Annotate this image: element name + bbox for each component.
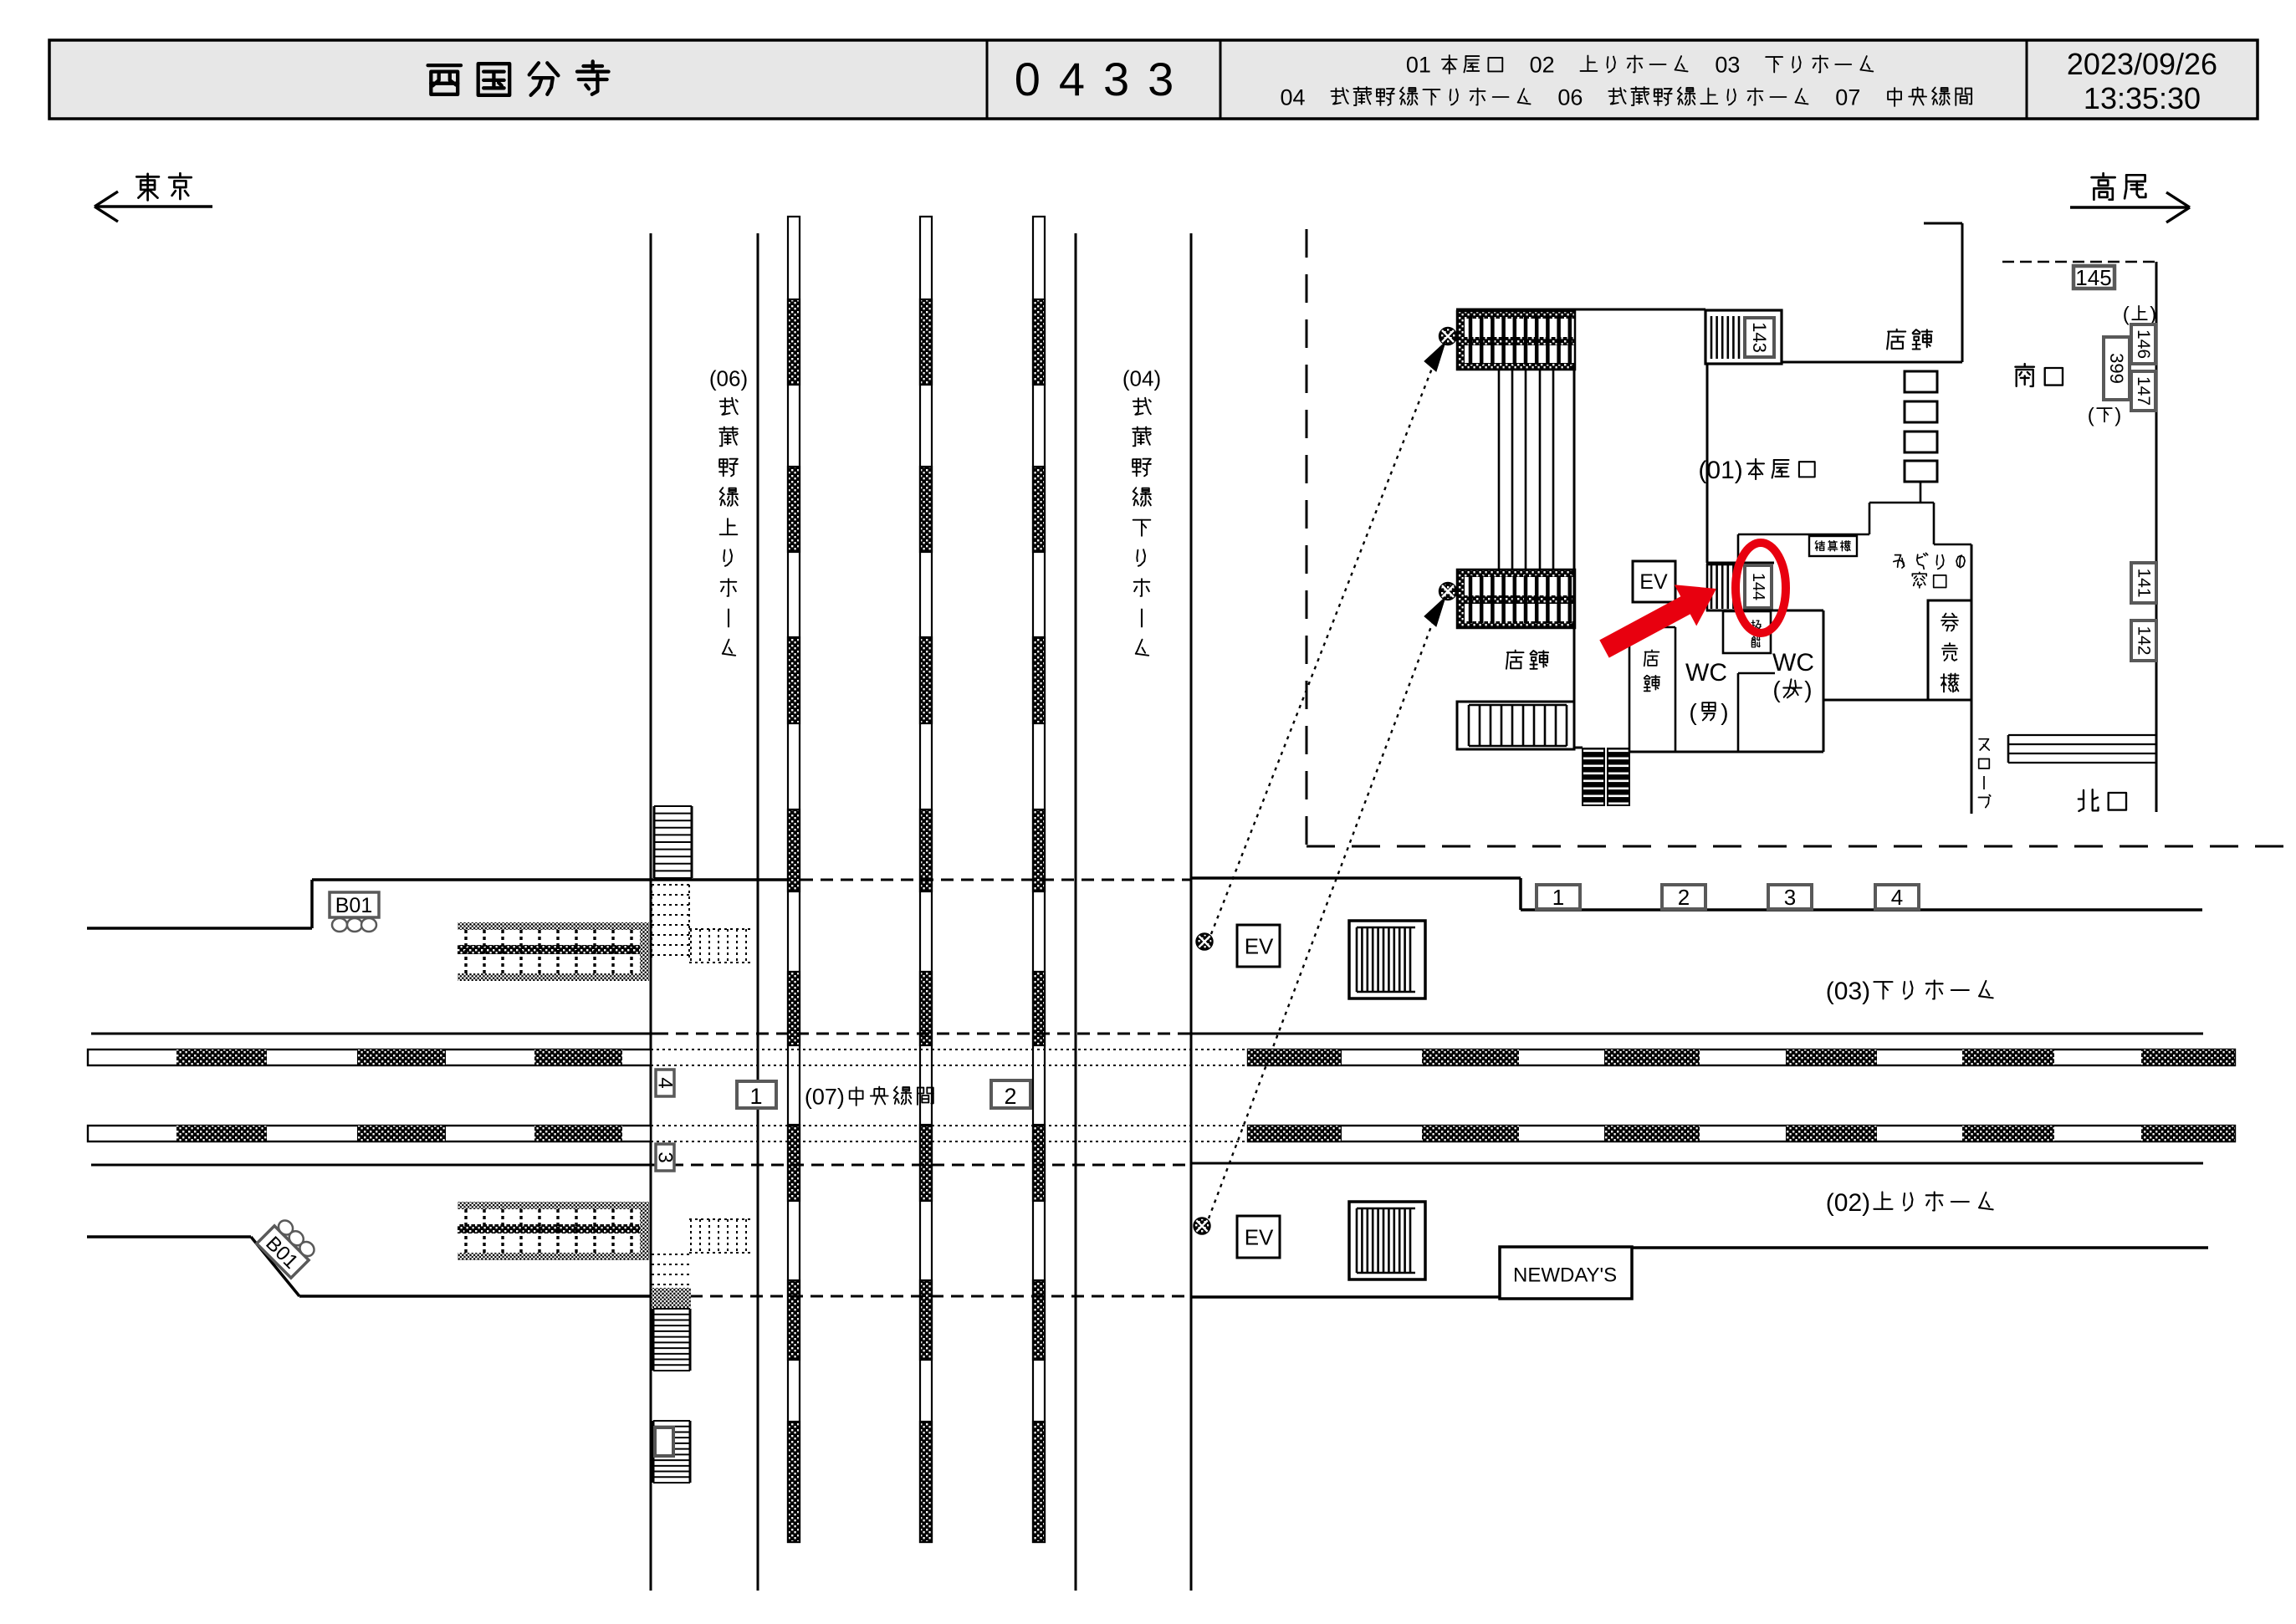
svg-text:(07): (07): [805, 1085, 845, 1110]
svg-text:4: 4: [1891, 885, 1903, 910]
svg-text:03: 03: [1715, 53, 1740, 78]
svg-text:145: 145: [2075, 265, 2111, 290]
svg-text:142: 142: [2135, 626, 2154, 655]
svg-text:EV: EV: [1639, 570, 1668, 594]
svg-text:(: (: [2088, 405, 2094, 427]
svg-text:): ): [2150, 304, 2156, 326]
svg-text:(: (: [1772, 677, 1781, 702]
svg-text:13:35:30: 13:35:30: [2084, 81, 2201, 115]
svg-text:(: (: [1689, 699, 1697, 725]
svg-text:4: 4: [654, 1077, 677, 1088]
svg-text:WC: WC: [1772, 649, 1814, 677]
svg-text:2023/09/26: 2023/09/26: [2067, 47, 2217, 81]
svg-text:1: 1: [1552, 885, 1564, 910]
svg-text:(01): (01): [1698, 457, 1742, 484]
svg-text:144: 144: [1749, 573, 1767, 600]
svg-text:3: 3: [654, 1152, 677, 1162]
svg-text:0433: 0433: [1015, 53, 1193, 105]
svg-text:2: 2: [1678, 885, 1690, 910]
svg-text:143: 143: [1749, 322, 1770, 353]
svg-text:NEWDAY'S: NEWDAY'S: [1513, 1264, 1617, 1287]
svg-text:1: 1: [749, 1084, 762, 1109]
svg-text:141: 141: [2135, 568, 2154, 597]
svg-text:02: 02: [1530, 53, 1555, 78]
svg-text:04: 04: [1281, 85, 1306, 110]
svg-text:(: (: [2123, 304, 2130, 326]
svg-text:B01: B01: [335, 894, 372, 917]
svg-text:): ): [1804, 677, 1812, 702]
svg-text:2: 2: [1004, 1084, 1016, 1109]
svg-text:399: 399: [2106, 353, 2127, 384]
svg-text:(02): (02): [1826, 1189, 1870, 1217]
svg-text:(04): (04): [1122, 365, 1161, 391]
svg-text:(03): (03): [1826, 978, 1870, 1005]
svg-text:147: 147: [2134, 376, 2153, 406]
svg-text:): ): [2114, 405, 2121, 427]
svg-text:): ): [1721, 699, 1728, 725]
svg-text:EV: EV: [1245, 933, 1274, 958]
svg-text:01: 01: [1406, 53, 1431, 78]
svg-text:06: 06: [1557, 85, 1583, 110]
svg-text:WC: WC: [1685, 659, 1727, 687]
svg-text:146: 146: [2134, 329, 2153, 359]
svg-text:EV: EV: [1245, 1224, 1274, 1249]
svg-text:3: 3: [1784, 885, 1796, 910]
svg-text:(06): (06): [709, 365, 748, 391]
svg-text:07: 07: [1835, 85, 1860, 110]
